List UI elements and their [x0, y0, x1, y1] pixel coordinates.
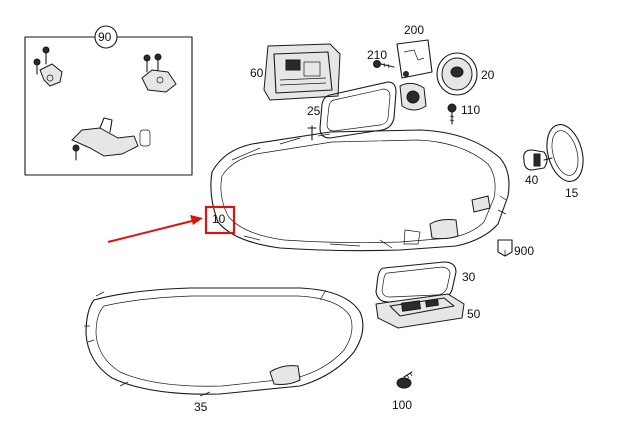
- part-label-25: 25: [307, 104, 321, 118]
- inset-bracket-left: [33, 46, 63, 87]
- part-label-35: 35: [194, 400, 208, 414]
- inset-box-90: [24, 25, 193, 176]
- ring-15: [546, 124, 584, 182]
- highlight-arrow: [107, 215, 203, 243]
- headlamp-assembly-10: [210, 125, 510, 252]
- part-label-210: 210: [367, 48, 388, 62]
- screw-100: [396, 371, 413, 389]
- part-label-200: 200: [404, 23, 425, 37]
- part-label-60: 60: [250, 66, 264, 80]
- part-label-100: 100: [392, 398, 413, 412]
- part-label-15: 15: [565, 186, 579, 200]
- control-module-60: [263, 43, 341, 101]
- connector-900: [497, 239, 513, 257]
- highlight-box: [204, 205, 236, 235]
- inset-bracket-right: [141, 53, 177, 93]
- screw-110: [447, 103, 457, 125]
- part-label-900: 900: [514, 244, 535, 258]
- cover-lens-35: [84, 287, 364, 397]
- part-label-90: 90: [98, 30, 112, 44]
- part-label-40: 40: [525, 173, 539, 187]
- bracket-200: [396, 39, 433, 111]
- part-label-110: 110: [461, 103, 481, 117]
- part-label-30: 30: [462, 270, 476, 284]
- part-label-10: 10: [212, 212, 226, 226]
- bulb-40: [523, 149, 553, 171]
- control-unit-50: [375, 293, 465, 329]
- seal-25: [319, 81, 397, 139]
- cover-cap-20: [436, 52, 478, 96]
- part-label-50: 50: [467, 307, 481, 321]
- inset-bracket-bottom: [71, 117, 151, 161]
- part-label-20: 20: [481, 68, 495, 82]
- screw-210: [373, 60, 395, 69]
